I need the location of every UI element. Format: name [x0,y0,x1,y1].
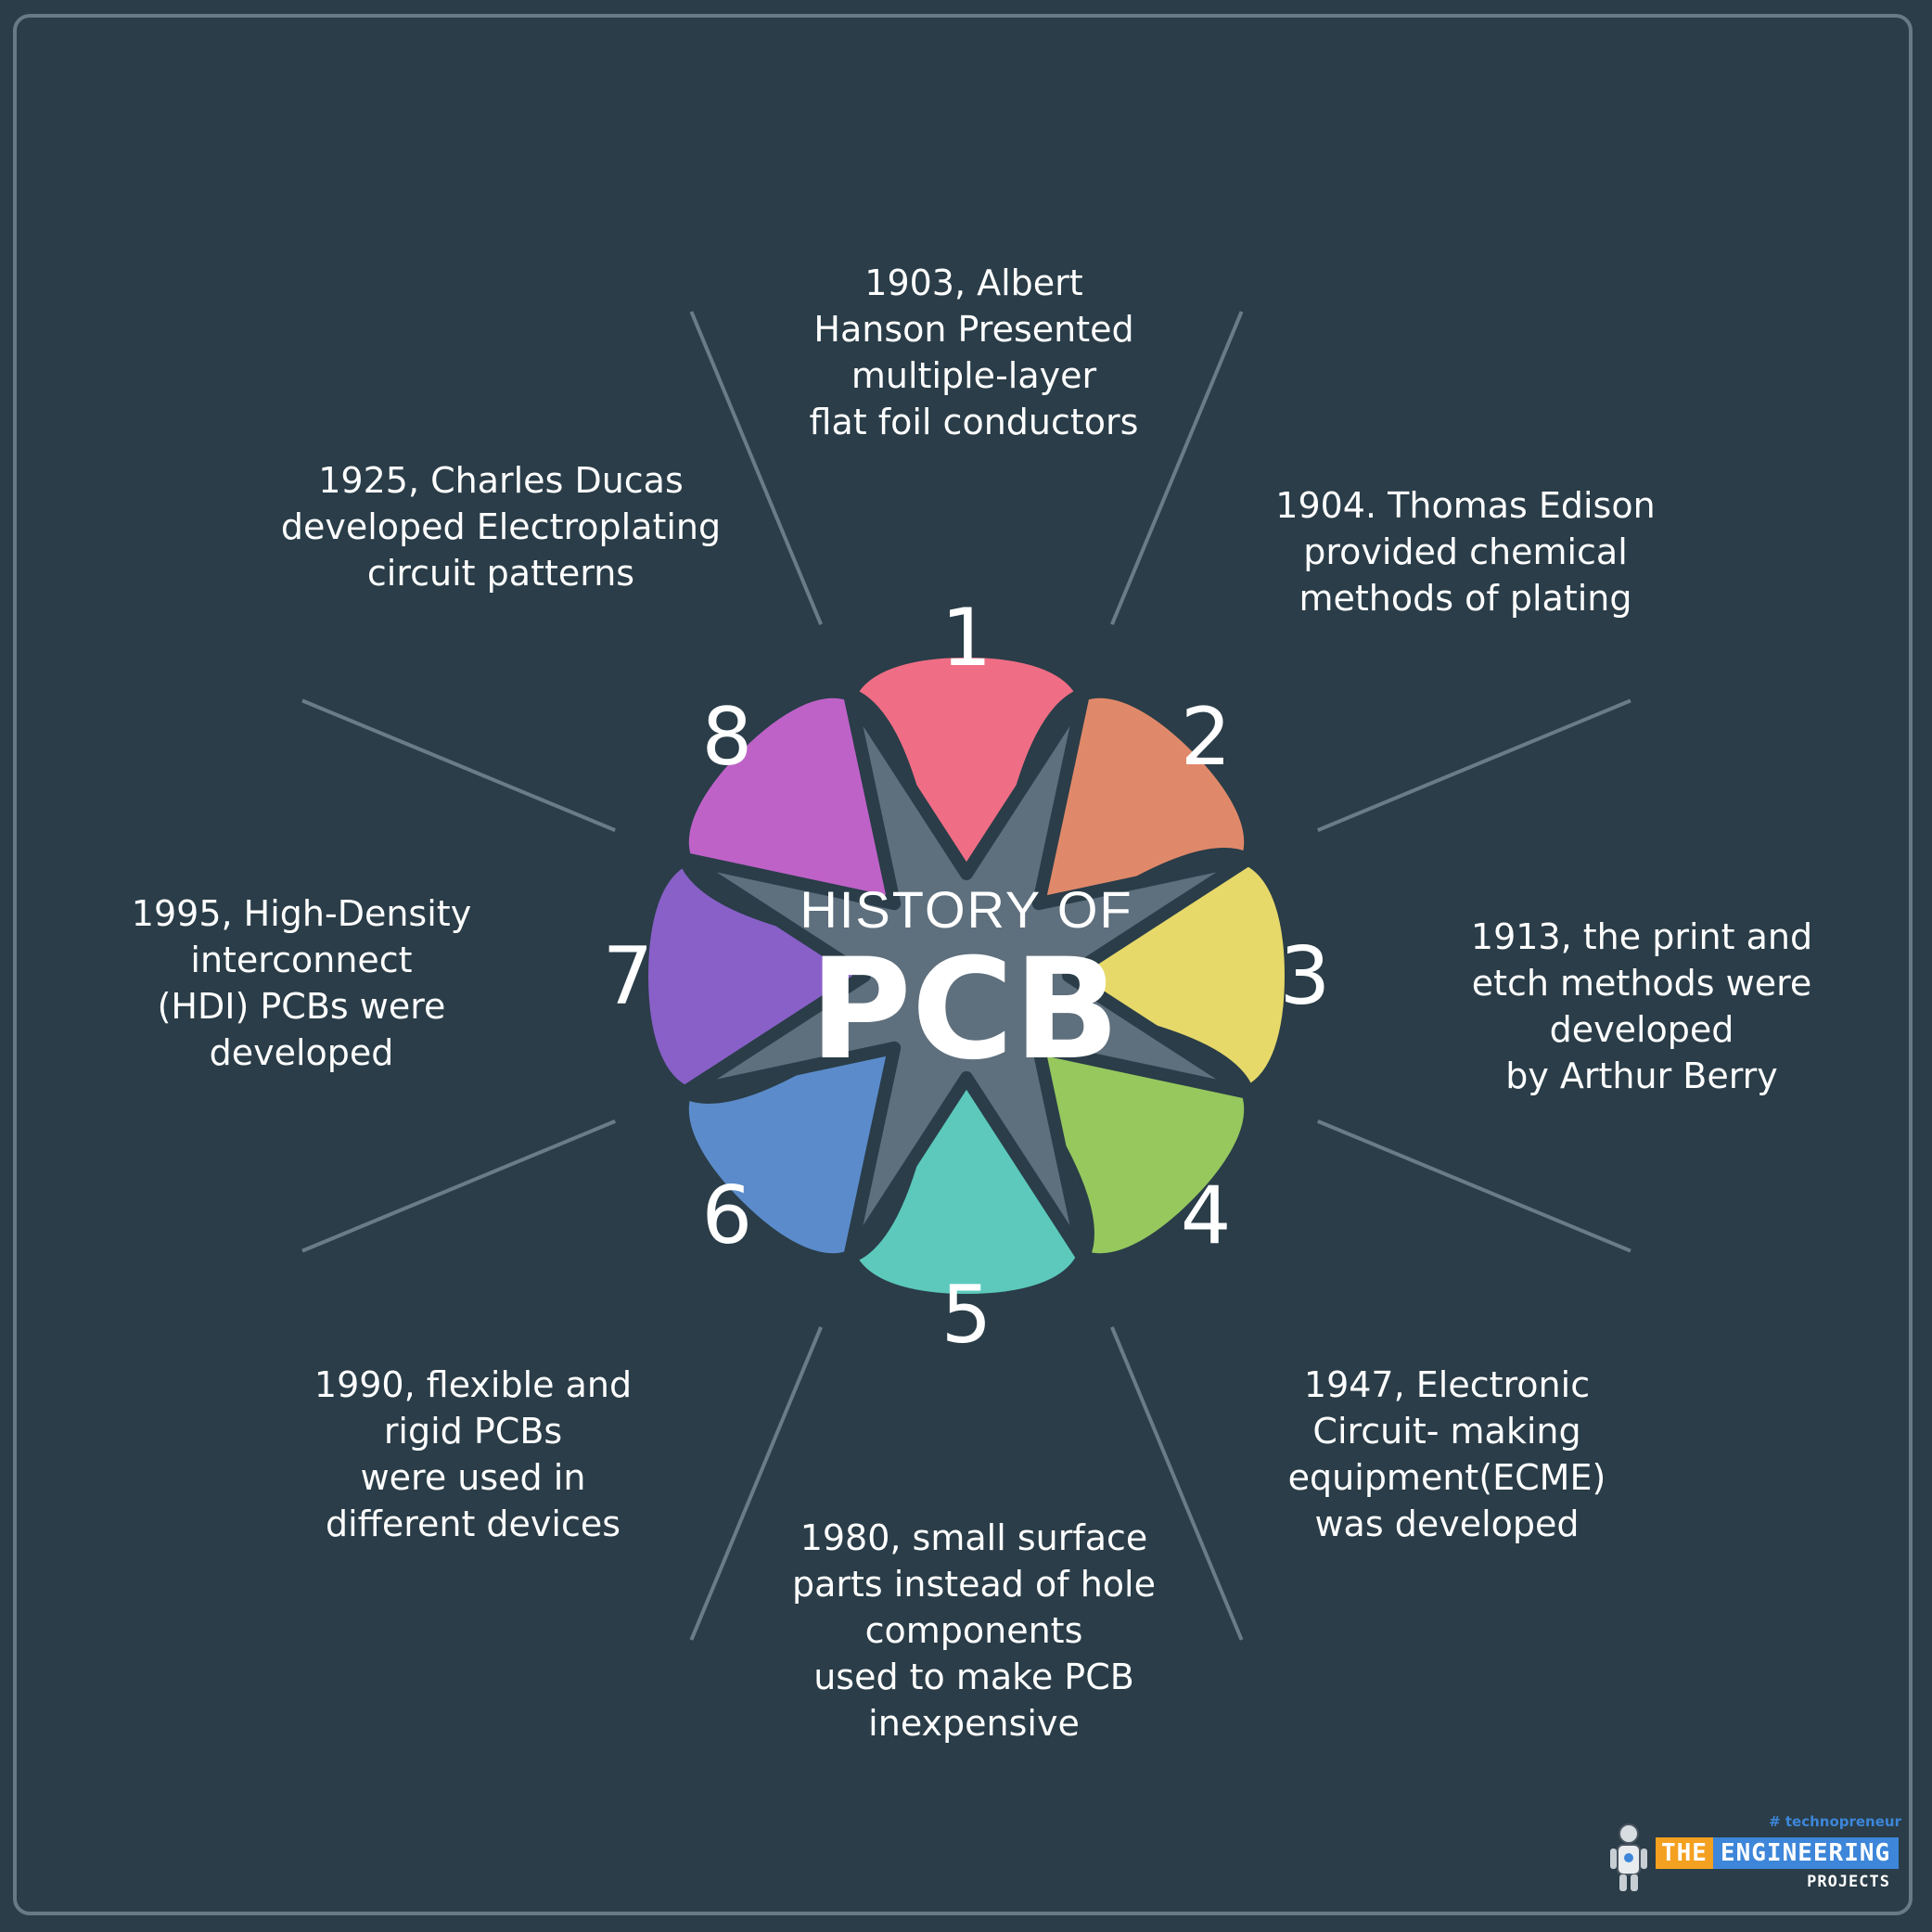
caption-7: 1995, High-Density interconnect (HDI) PC… [131,893,472,1073]
connector-line [301,1120,616,1253]
petal-number-2: 2 [1181,691,1232,784]
caption-6: 1990, flexible and rigid PCBs were used … [313,1364,633,1544]
title-history-of: HISTORY OF [800,880,1132,939]
petal-number-7: 7 [603,930,654,1023]
title-pcb: PCB [810,929,1120,1091]
petal-number-1: 1 [941,592,992,685]
caption-4: 1947, Electronic Circuit- making equipme… [1287,1364,1606,1544]
connector-line [301,698,616,832]
caption-1: 1903, Albert Hanson Presented multiple-l… [809,262,1139,442]
connector-line [689,311,823,625]
caption-3: 1913, the print and etch methods were de… [1470,916,1813,1096]
caption-2: 1904. Thomas Edison provided chemical me… [1275,485,1656,619]
outer-frame [13,14,1913,1915]
petal-number-8: 8 [702,691,753,784]
logo-projects: PROJECTS [1807,1873,1890,1891]
connector-line [1110,311,1244,625]
caption-8: 1925, Charles Ducas developed Electropla… [280,460,722,594]
logo-wordmark: THE ENGINEERING [1656,1837,1899,1869]
petal-number-6: 6 [702,1170,753,1262]
connector-line [1317,1120,1631,1253]
connector-line [689,1326,823,1641]
robot-icon [1610,1823,1647,1891]
petal-number-4: 4 [1181,1170,1232,1262]
petal-numbers: 1 2 3 4 5 6 7 8 [603,592,1331,1362]
petal-number-5: 5 [941,1269,992,1362]
connector-lines [301,311,1631,1641]
connector-line [1317,698,1631,832]
logo-engineering: ENGINEERING [1712,1837,1899,1869]
logo-the: THE [1656,1837,1713,1869]
brand-logo: # technopreneur THE ENGINEERING PROJECTS [1605,1813,1901,1897]
connector-line [1110,1326,1244,1641]
caption-5: 1980, small surface parts instead of hol… [792,1517,1156,1744]
logo-tagline: # technopreneur [1769,1813,1901,1830]
petal-number-3: 3 [1280,930,1331,1023]
center-star [677,686,1256,1265]
